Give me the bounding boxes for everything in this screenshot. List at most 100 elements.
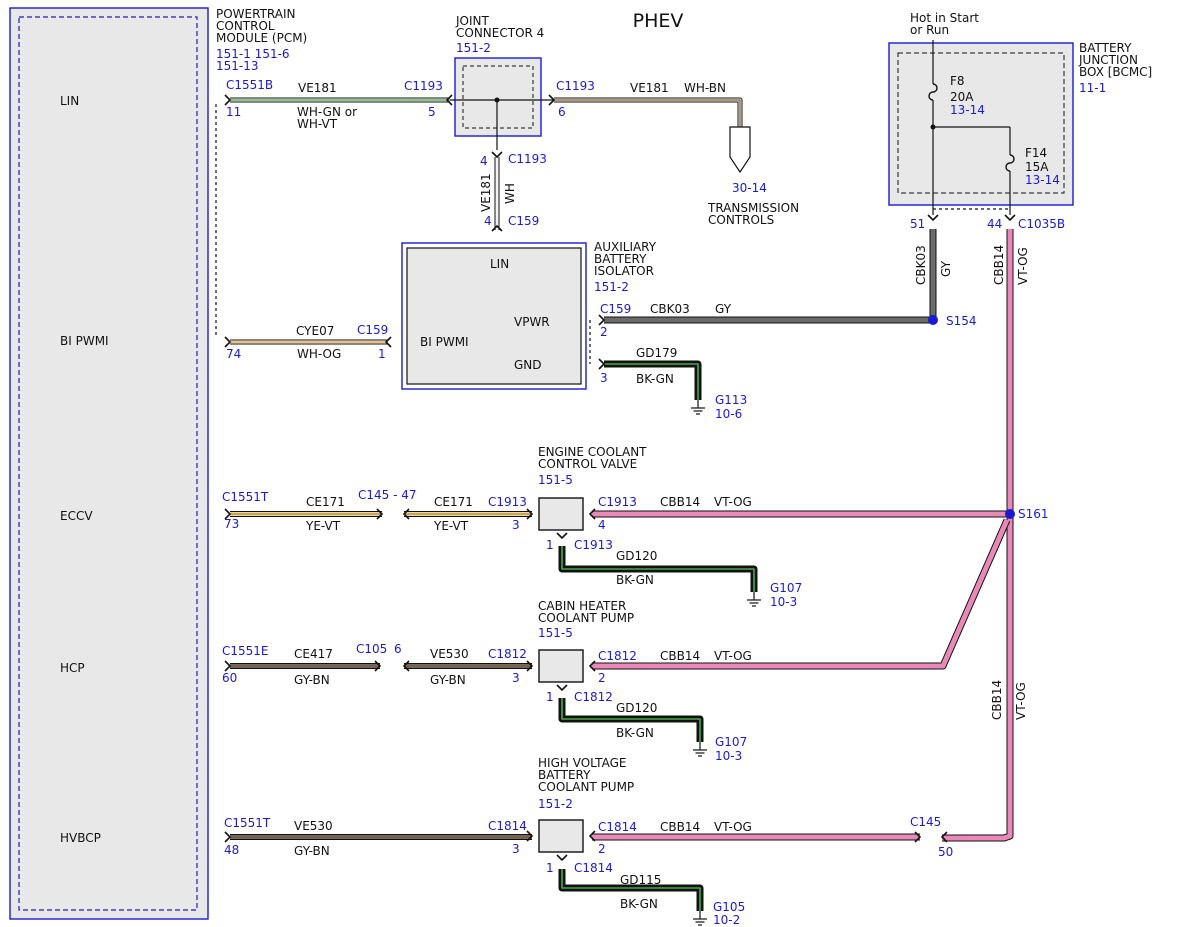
pcm-arrow-1 [224,94,232,106]
wire-cbb14-vertical-core [942,229,1013,841]
vpwr-pin-2: 2 [600,325,608,339]
eccv-power-circuit-cbb14: CBB14 [660,495,700,509]
bjb-inner-dashed [897,52,1065,194]
fuse-f8-ref: 13-14 [950,103,985,117]
vpwr-connector-c159: C159 [600,302,631,316]
cbk03-vertical-color: GY [939,260,953,277]
hcp-power-color-vt-og: VT-OG [714,649,752,663]
lin-wire-color-2: WH-VT [297,117,338,131]
eccv-out-pin-4: 4 [598,518,606,532]
hcp-color-gy-bn-1: GY-BN [294,673,330,687]
eccv-power-color-vt-og: VT-OG [714,495,752,509]
wire-gd115-hvbcp [558,869,704,911]
bjb-hot-label-2: or Run [910,23,949,37]
inline-c145-arrow-hvbcp-l [914,831,922,843]
wire-gd120-hcp-stripe [561,698,701,742]
hvbcp-ground-circuit-gd115: GD115 [620,873,661,887]
hvbcp-pin-48: 48 [224,843,239,857]
bjb-arrow-51 [927,214,939,222]
lin-pin-5: 5 [428,105,436,119]
jc4-arrow-right [548,94,556,106]
lin-right-connector-c1193: C1193 [556,79,595,93]
wire-gd120-hcp [558,698,704,742]
jc4-down-connector-c1193: C1193 [508,152,547,166]
hvbcp-out-pin-2: 2 [598,842,606,856]
abi-inner-box [406,247,582,385]
hvbcp-arrow-ground [556,854,568,862]
inline-c105-arrow-r [402,660,410,672]
bipwmi-color-wh-og: WH-OG [297,347,341,361]
bjb-ref: 11-1 [1079,81,1106,95]
jc4-name-2: CONNECTOR 4 [456,26,544,40]
eccv-out-connector-c1913: C1913 [598,495,637,509]
inline-c145-arrow-eccv-r [402,508,410,520]
hcp-pin-60: 60 [222,671,237,685]
eccv-ref: 151-5 [538,473,573,487]
abi-arrow-vpwr [598,314,606,326]
eccv-color-ye-vt-1: YE-VT [305,519,341,533]
cbb14-lower-circuit: CBB14 [990,680,1004,720]
fuse-f8-amp: 20A [950,90,974,104]
abi-vpwr-label: VPWR [514,315,550,329]
hvbcp-ground-connector-c1814: C1814 [574,861,613,875]
transmission-controls-connector-symbol [729,126,751,174]
hcp-ref: 151-5 [538,626,573,640]
bjb-pin-51: 51 [910,217,925,231]
ground-g105-label: G105 [713,900,745,914]
jc4-arrow-down [491,151,503,159]
eccv-arrow-in [526,508,534,520]
ground-g107-eccv-label: G107 [770,581,802,595]
eccv-color-ye-vt-2: YE-VT [433,519,469,533]
pcm-ref-1: 151-1 151-6 [216,47,290,61]
bjb-pin-44: 44 [987,217,1002,231]
ground-g107-hcp-label: G107 [715,735,747,749]
vertical-circuit-ve181: VE181 [479,173,493,212]
cbb14-upper-color: VT-OG [1016,247,1030,285]
jc4-ref: 151-2 [456,41,491,55]
hvbcp-component-box [538,819,584,853]
hcp-inline-pin-6: 6 [394,642,402,656]
hcp-arrow-in [526,660,534,672]
abi-lin-pin-4: 4 [484,214,492,228]
eccv-circuit-ce171-2: CE171 [434,495,473,509]
abi-arrow-gnd [598,358,606,370]
vertical-color-wh: WH [503,183,517,204]
abi-lin-label: LIN [490,257,509,271]
eccv-ground-color-bk-gn: BK-GN [616,573,654,587]
eccv-ground-pin-1: 1 [546,538,554,552]
abi-name-3: ISOLATOR [594,264,654,278]
hcp-inline-connector-c105: C105 [356,642,387,656]
splice-s161 [1005,509,1015,519]
wire-gd179-bk-gn-stripe [604,363,699,400]
pcm-inner-dashed-box [18,16,198,911]
hcp-power-circuit-cbb14: CBB14 [660,649,700,663]
pcm-pin-label-eccv: ECCV [60,509,93,523]
lin-right-color-wh-bn: WH-BN [684,81,726,95]
bjb-box [888,42,1074,206]
ground-g105-ref: 10-2 [713,913,740,927]
hcp-circuit-ce417: CE417 [294,647,333,661]
ground-g113-ref: 10-6 [715,407,742,421]
ground-g113-label: G113 [715,393,747,407]
eccv-component-box [538,497,584,531]
fuse-f14-name: F14 [1025,146,1047,160]
abi-arrow-lin [491,224,503,232]
bipwmi-pin-1: 1 [378,347,386,361]
eccv-circuit-ce171-1: CE171 [306,495,345,509]
lin-right-pin-6: 6 [558,105,566,119]
hcp-color-gy-bn-2: GY-BN [430,673,466,687]
pcm-pin-label-lin: LIN [60,94,79,108]
wire-ve181-wh-bn-stripe [554,99,741,127]
inline-c145-arrow-eccv-l [376,508,384,520]
eccv-arrow-out [588,508,596,520]
eccv-arrow-ground [556,532,568,540]
shapes-layer [9,7,1074,926]
hcp-ground-pin-1: 1 [546,690,554,704]
hcp-in-pin-3: 3 [512,671,520,685]
hvbcp-ground-pin-1: 1 [546,861,554,875]
hvbcp-name-2: BATTERY [538,768,591,782]
ground-g107-eccv-ref: 10-3 [770,595,797,609]
bjb-junction-dot [930,124,936,130]
hvbcp-ground-color-bk-gn: BK-GN [620,897,658,911]
